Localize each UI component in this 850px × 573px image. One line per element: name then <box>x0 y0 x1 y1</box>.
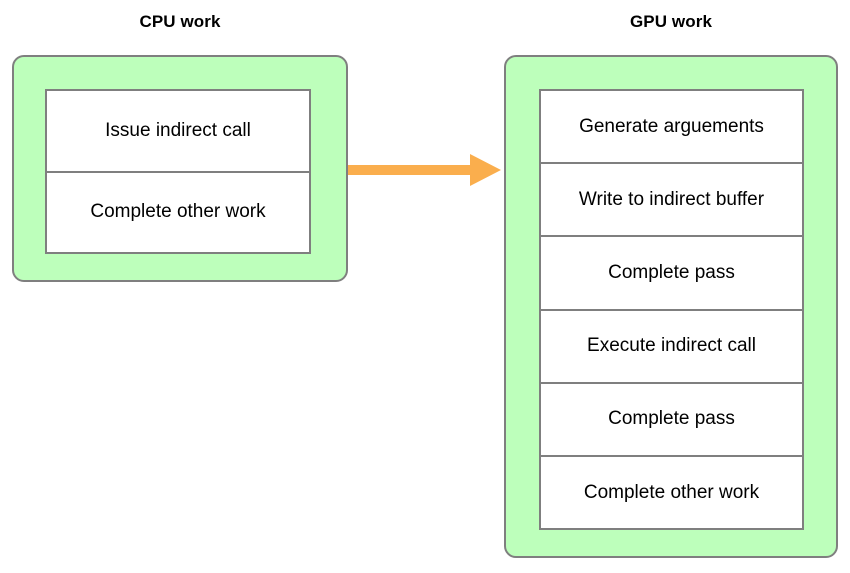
gpu-step-item: Complete other work <box>583 481 760 503</box>
gpu-column-title: GPU work <box>629 12 713 31</box>
gpu-step-item: Write to indirect buffer <box>541 164 802 238</box>
arrow-right-icon <box>348 154 501 186</box>
gpu-step-item: Generate arguements <box>541 91 802 165</box>
gpu-step-item: Complete pass <box>541 237 802 311</box>
cpu-step-item: Complete other work <box>90 201 266 223</box>
gpu-step-list: Generate arguements Write to indirect bu… <box>539 89 804 530</box>
gpu-step-item: Complete pass <box>541 384 802 457</box>
cpu-step-list: Issue indirect call Complete other work <box>45 89 311 254</box>
gpu-step-item: Execute indirect call <box>541 311 802 384</box>
cpu-column-title: CPU work <box>139 12 221 31</box>
cpu-step-item: Issue indirect call <box>47 91 309 173</box>
